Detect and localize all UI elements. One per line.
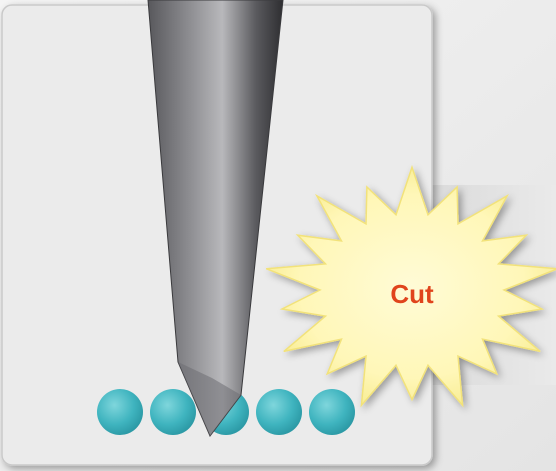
atom-circle: [97, 389, 143, 435]
atom-circle: [309, 389, 355, 435]
cut-label: Cut: [390, 279, 434, 309]
atom-circle: [150, 389, 196, 435]
atom-circle: [256, 389, 302, 435]
